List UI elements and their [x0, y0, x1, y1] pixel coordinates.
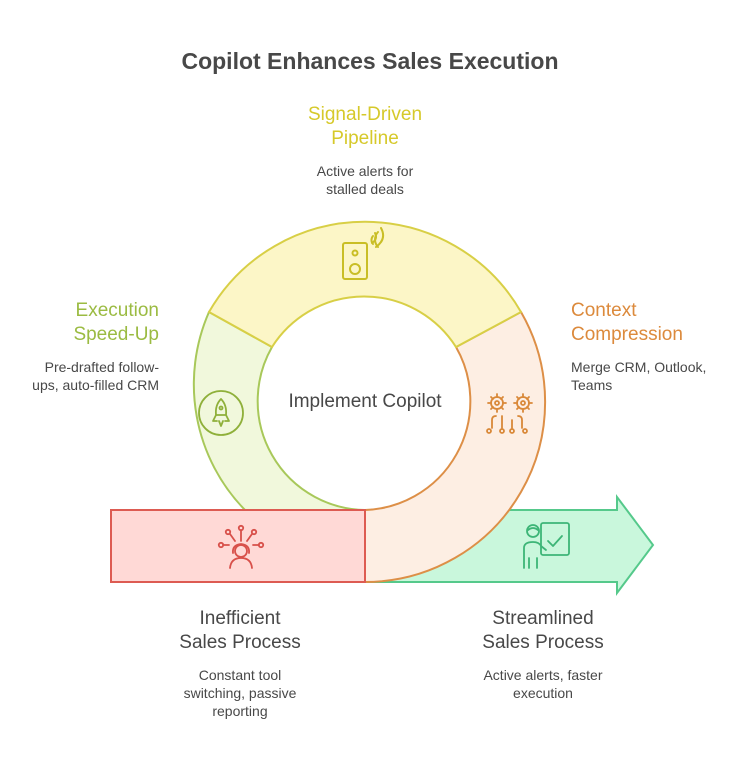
inefficient-desc-line3: reporting [212, 703, 268, 719]
context-desc-line2: Teams [571, 377, 613, 393]
speaker-icon [342, 227, 385, 280]
signal-title-line1: Signal-Driven [307, 104, 423, 125]
diagram-title: Copilot Enhances Sales Execution [181, 48, 559, 74]
speed-desc-line2: ups, auto-filled CRM [32, 377, 159, 393]
speed-title-line1: Execution [75, 300, 159, 321]
ring-segment-signal [207, 220, 523, 349]
inefficient-desc-line1: Constant tool [198, 667, 282, 683]
inefficient-title-line1: Inefficient [199, 608, 281, 629]
inefficient-desc-line2: switching, passive [183, 685, 297, 701]
ring-segment-speed [192, 310, 366, 511]
signal-desc-line2: stalled deals [326, 181, 404, 197]
streamlined-desc-line2: execution [513, 685, 573, 701]
speed-desc-line1: Pre-drafted follow- [44, 359, 159, 375]
streamlined-title-line2: Sales Process [482, 632, 604, 653]
context-title-line2: Compression [571, 324, 683, 345]
ring-segment-context [364, 310, 547, 584]
gears-icon [486, 393, 533, 434]
rocket-icon [198, 390, 244, 436]
center-label: Implement Copilot [288, 391, 442, 412]
signal-title-line2: Pipeline [331, 128, 399, 149]
context-desc-line1: Merge CRM, Outlook, [571, 359, 707, 375]
signal-desc-line1: Active alerts for [316, 163, 414, 179]
streamlined-title-line1: Streamlined [492, 608, 594, 629]
streamlined-desc-line1: Active alerts, faster [483, 667, 603, 683]
context-title-line1: Context [571, 300, 637, 321]
speed-title-line2: Speed-Up [73, 324, 159, 345]
person-network-icon [217, 524, 265, 569]
inefficient-title-line2: Sales Process [179, 632, 301, 653]
presenter-check-icon [523, 522, 570, 569]
